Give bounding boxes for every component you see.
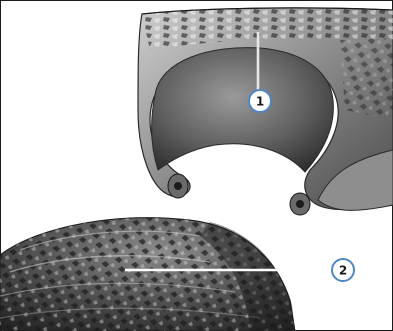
callout-1-label: 1 [256,95,264,109]
callout-2-label: 2 [339,264,347,278]
callout-1: 1 [249,90,271,112]
bead-right [290,193,310,215]
callout-2: 2 [332,259,354,281]
bead-left [168,174,188,198]
